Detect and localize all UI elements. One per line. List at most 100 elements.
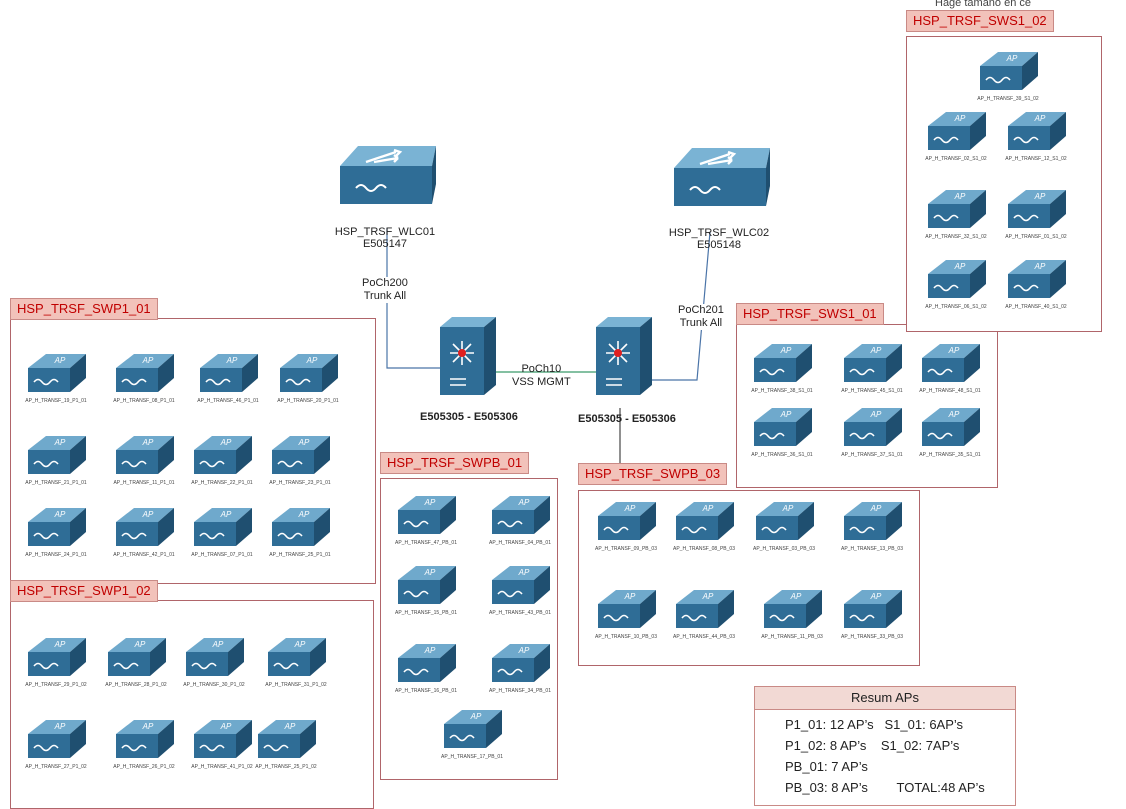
link-label-line: PoCh10 xyxy=(521,363,562,375)
access-point[interactable]: AP AP_H_TRANSF_27_P1_02 xyxy=(20,714,92,776)
switch-group-title[interactable]: HSP_TRSF_SWS1_01 xyxy=(736,303,884,325)
access-point[interactable]: AP AP_H_TRANSF_21_P1_01 xyxy=(20,430,92,492)
svg-text:AP: AP xyxy=(424,646,436,655)
access-point[interactable]: AP AP_H_TRANSF_25_P1_02 xyxy=(250,714,322,776)
access-point[interactable]: AP AP_H_TRANSF_45_S1_01 xyxy=(836,338,908,400)
access-point[interactable]: AP AP_H_TRANSF_22_P1_01 xyxy=(186,430,258,492)
access-point-icon: AP xyxy=(844,408,902,446)
access-point[interactable]: AP AP_H_TRANSF_01_S1_02 xyxy=(1000,184,1072,246)
access-point[interactable]: AP AP_H_TRANSF_25_P1_01 xyxy=(264,502,336,564)
access-point[interactable]: AP AP_H_TRANSF_19_P1_01 xyxy=(20,348,92,410)
svg-text:AP: AP xyxy=(284,722,296,731)
access-point[interactable]: AP AP_H_TRANSF_44_PB_03 xyxy=(668,584,740,646)
switch-group-title[interactable]: HSP_TRSF_SWPB_03 xyxy=(578,463,728,485)
wlc02-device-icon[interactable] xyxy=(670,142,770,212)
access-point-icon: AP xyxy=(844,344,902,382)
access-point[interactable]: AP AP_H_TRANSF_43_PB_01 xyxy=(484,560,556,622)
access-point-icon: AP xyxy=(922,344,980,382)
access-point-icon: AP xyxy=(844,590,902,628)
access-point-label: AP_H_TRANSF_41_P1_02 xyxy=(191,764,253,770)
wireless-controller-icon xyxy=(340,146,436,204)
access-point-label: AP_H_TRANSF_25_P1_02 xyxy=(255,764,317,770)
svg-text:AP: AP xyxy=(954,262,966,271)
wlc01-label: HSP_TRSF_WLC01 E505147 xyxy=(330,226,440,250)
access-point[interactable]: AP AP_H_TRANSF_15_PB_01 xyxy=(390,560,462,622)
top-right-text: Hage tamaño en ce xyxy=(935,0,1032,9)
access-point[interactable]: AP AP_H_TRANSF_20_P1_01 xyxy=(272,348,344,410)
access-point[interactable]: AP AP_H_TRANSF_29_P1_02 xyxy=(20,632,92,694)
access-point[interactable]: AP AP_H_TRANSF_04_PB_01 xyxy=(484,490,556,552)
switch-group-swp1-02 xyxy=(10,600,374,809)
access-point[interactable]: AP AP_H_TRANSF_48_S1_01 xyxy=(914,338,986,400)
access-point[interactable]: AP AP_H_TRANSF_39_S1_02 xyxy=(972,46,1044,108)
access-point[interactable]: AP AP_H_TRANSF_08_P1_01 xyxy=(108,348,180,410)
access-point[interactable]: AP AP_H_TRANSF_06_S1_02 xyxy=(920,254,992,316)
svg-text:AP: AP xyxy=(948,346,960,355)
access-point[interactable]: AP AP_H_TRANSF_38_S1_01 xyxy=(746,338,818,400)
access-point[interactable]: AP AP_H_TRANSF_08_PB_03 xyxy=(668,496,740,558)
access-point[interactable]: AP AP_H_TRANSF_16_PB_01 xyxy=(390,638,462,700)
access-point[interactable]: AP AP_H_TRANSF_36_S1_01 xyxy=(746,402,818,464)
access-point[interactable]: AP AP_H_TRANSF_46_P1_01 xyxy=(192,348,264,410)
access-point-label: AP_H_TRANSF_15_PB_01 xyxy=(395,610,457,616)
access-point-icon: AP xyxy=(598,502,656,540)
access-point[interactable]: AP AP_H_TRANSF_37_S1_01 xyxy=(836,402,908,464)
access-point-icon: AP xyxy=(844,502,902,540)
svg-text:AP: AP xyxy=(54,722,66,731)
access-point-icon: AP xyxy=(1008,112,1066,150)
access-point[interactable]: AP AP_H_TRANSF_33_PB_03 xyxy=(836,584,908,646)
access-point[interactable]: AP AP_H_TRANSF_31_P1_02 xyxy=(260,632,332,694)
core-switch-left-icon[interactable] xyxy=(436,313,498,399)
access-point-icon: AP xyxy=(28,638,86,676)
svg-text:AP: AP xyxy=(702,504,714,513)
access-point-icon: AP xyxy=(492,644,550,682)
access-point[interactable]: AP AP_H_TRANSF_10_PB_03 xyxy=(590,584,662,646)
wlc01-id: E505147 xyxy=(362,238,408,250)
access-point-label: AP_H_TRANSF_10_PB_03 xyxy=(595,634,657,640)
svg-text:AP: AP xyxy=(702,592,714,601)
access-point-label: AP_H_TRANSF_35_S1_01 xyxy=(919,452,981,458)
switch-group-title[interactable]: HSP_TRSF_SWS1_02 xyxy=(906,10,1054,32)
access-point[interactable]: AP AP_H_TRANSF_28_P1_02 xyxy=(100,632,172,694)
summary-line: P1_01: 12 AP’s S1_01: 6AP’s xyxy=(785,717,964,732)
access-point[interactable]: AP AP_H_TRANSF_03_PB_03 xyxy=(748,496,820,558)
access-point[interactable]: AP AP_H_TRANSF_11_PB_03 xyxy=(756,584,828,646)
access-point[interactable]: AP AP_H_TRANSF_12_S1_02 xyxy=(1000,106,1072,168)
svg-text:AP: AP xyxy=(220,438,232,447)
access-point[interactable]: AP AP_H_TRANSF_42_P1_01 xyxy=(108,502,180,564)
access-point[interactable]: AP AP_H_TRANSF_35_S1_01 xyxy=(914,402,986,464)
switch-group-title[interactable]: HSP_TRSF_SWPB_01 xyxy=(380,452,530,474)
access-point-icon: AP xyxy=(928,112,986,150)
access-point[interactable]: AP AP_H_TRANSF_26_P1_02 xyxy=(108,714,180,776)
wlc01-device-icon[interactable] xyxy=(336,140,436,210)
access-point[interactable]: AP AP_H_TRANSF_30_P1_02 xyxy=(178,632,250,694)
access-point[interactable]: AP AP_H_TRANSF_09_PB_03 xyxy=(590,496,662,558)
access-point[interactable]: AP AP_H_TRANSF_47_PB_01 xyxy=(390,490,462,552)
access-point[interactable]: AP AP_H_TRANSF_23_P1_01 xyxy=(264,430,336,492)
svg-text:AP: AP xyxy=(424,568,436,577)
access-point[interactable]: AP AP_H_TRANSF_34_PB_01 xyxy=(484,638,556,700)
access-point[interactable]: AP AP_H_TRANSF_02_S1_02 xyxy=(920,106,992,168)
access-point-icon: AP xyxy=(28,508,86,546)
access-point-label: AP_H_TRANSF_02_S1_02 xyxy=(925,156,987,162)
access-point[interactable]: AP AP_H_TRANSF_24_P1_01 xyxy=(20,502,92,564)
access-point-icon: AP xyxy=(116,508,174,546)
switch-group-title[interactable]: HSP_TRSF_SWP1_02 xyxy=(10,580,158,602)
access-point[interactable]: AP AP_H_TRANSF_17_PB_01 xyxy=(436,704,508,766)
access-point-icon: AP xyxy=(272,508,330,546)
access-point[interactable]: AP AP_H_TRANSF_11_P1_01 xyxy=(108,430,180,492)
access-point[interactable]: AP AP_H_TRANSF_41_P1_02 xyxy=(186,714,258,776)
svg-text:AP: AP xyxy=(54,510,66,519)
svg-text:AP: AP xyxy=(780,346,792,355)
core-switch-right-icon[interactable] xyxy=(592,313,654,399)
access-point[interactable]: AP AP_H_TRANSF_32_S1_02 xyxy=(920,184,992,246)
access-point[interactable]: AP AP_H_TRANSF_13_PB_03 xyxy=(836,496,908,558)
switch-group-title[interactable]: HSP_TRSF_SWP1_01 xyxy=(10,298,158,320)
svg-text:AP: AP xyxy=(220,510,232,519)
access-point-label: AP_H_TRANSF_30_P1_02 xyxy=(183,682,245,688)
access-point[interactable]: AP AP_H_TRANSF_07_P1_01 xyxy=(186,502,258,564)
access-point[interactable]: AP AP_H_TRANSF_40_S1_02 xyxy=(1000,254,1072,316)
access-point-label: AP_H_TRANSF_17_PB_01 xyxy=(441,754,503,760)
access-point-label: AP_H_TRANSF_42_P1_01 xyxy=(113,552,175,558)
